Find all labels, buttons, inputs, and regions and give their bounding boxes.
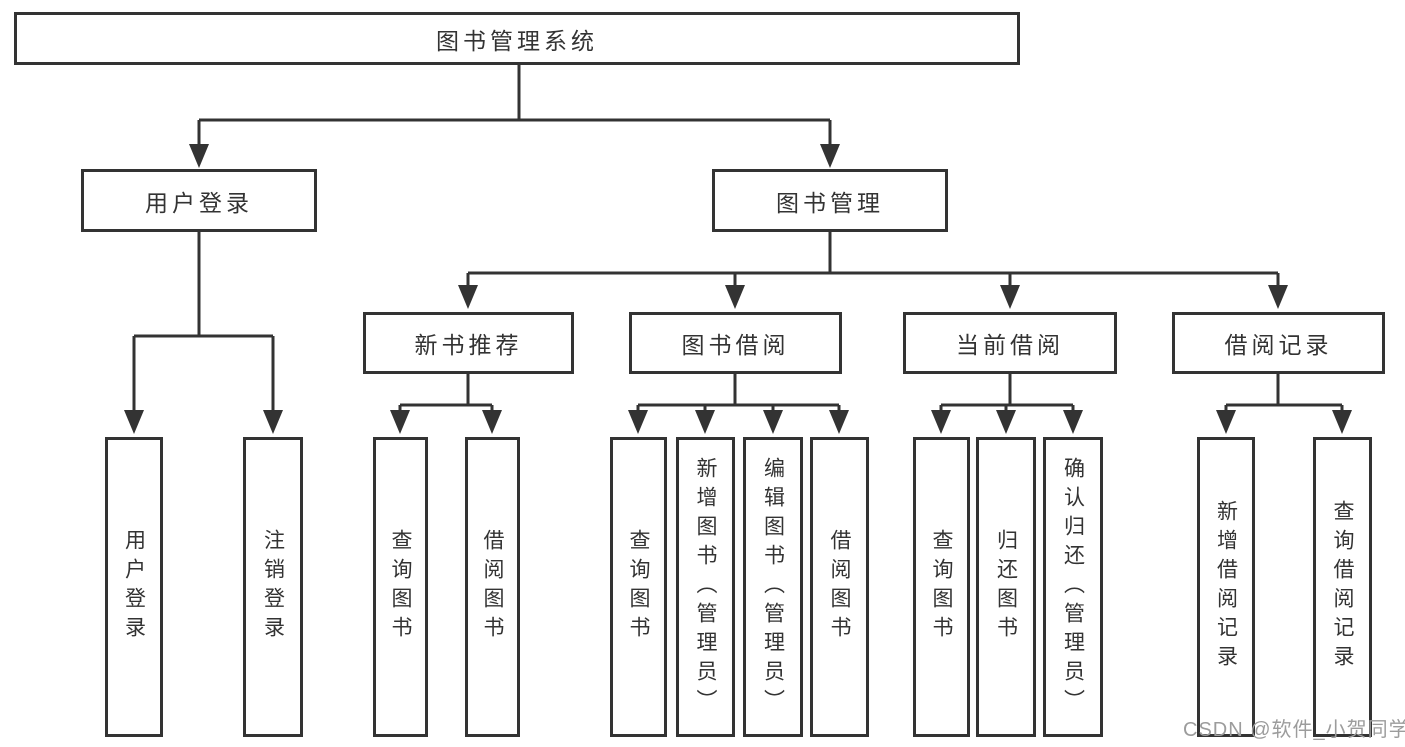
csdn-watermark: CSDN @软件_小贺同学: [1183, 719, 1405, 741]
node-borrowing-records: 借阅记录: [1172, 312, 1385, 374]
node-leaf-confirm-return-admin: 确认归还（管理员）: [1043, 437, 1103, 737]
node-leaf-query-borrow-record: 查询借阅记录: [1313, 437, 1372, 737]
node-leaf-user-login: 用户登录: [105, 437, 163, 737]
node-leaf-return-books: 归还图书: [976, 437, 1036, 737]
node-book-borrowing: 图书借阅: [629, 312, 842, 374]
node-new-book-recommendation: 新书推荐: [363, 312, 574, 374]
connector-new-book-branch: [390, 374, 502, 434]
node-leaf-borrow-books-recommend: 借阅图书: [465, 437, 520, 737]
connector-user-login-branch: [124, 232, 283, 434]
node-leaf-query-books-recommend: 查询图书: [373, 437, 428, 737]
node-user-login: 用户登录: [81, 169, 317, 232]
node-leaf-query-books-borrow: 查询图书: [610, 437, 667, 737]
connector-root-to-level2: [189, 65, 840, 168]
node-leaf-query-books-current: 查询图书: [913, 437, 970, 737]
node-book-management: 图书管理: [712, 169, 948, 232]
node-leaf-borrow-books: 借阅图书: [810, 437, 869, 737]
connector-book-borrow-branch: [628, 374, 849, 434]
node-current-borrowing: 当前借阅: [903, 312, 1117, 374]
node-leaf-add-books-admin: 新增图书（管理员）: [676, 437, 735, 737]
connector-borrow-records-branch: [1216, 374, 1352, 434]
node-leaf-edit-books-admin: 编辑图书（管理员）: [743, 437, 803, 737]
node-leaf-logout: 注销登录: [243, 437, 303, 737]
connector-current-borrow-branch: [931, 374, 1083, 434]
node-leaf-add-borrow-record: 新增借阅记录: [1197, 437, 1255, 737]
node-root-library-management-system: 图书管理系统: [14, 12, 1020, 65]
connector-book-management-branch: [458, 232, 1288, 309]
